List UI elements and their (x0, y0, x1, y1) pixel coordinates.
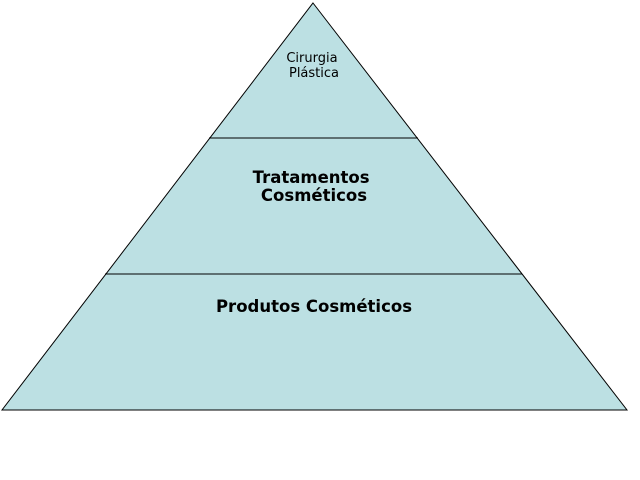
tier-top-label-line-2: Plástica (289, 66, 339, 81)
pyramid-shape (0, 2, 629, 411)
tier-top-label: Cirurgia Plástica (286, 51, 341, 81)
tier-middle-label-line-1: Tratamentos (253, 168, 370, 187)
tier-bottom-label-line-1: Produtos Cosméticos (216, 297, 412, 316)
tier-top-label-line-1: Cirurgia (286, 51, 337, 66)
tier-middle-label: Tratamentos Cosméticos (253, 168, 376, 205)
tier-middle-label-line-2: Cosméticos (261, 186, 367, 205)
tier-bottom-label: Produtos Cosméticos (216, 297, 412, 316)
